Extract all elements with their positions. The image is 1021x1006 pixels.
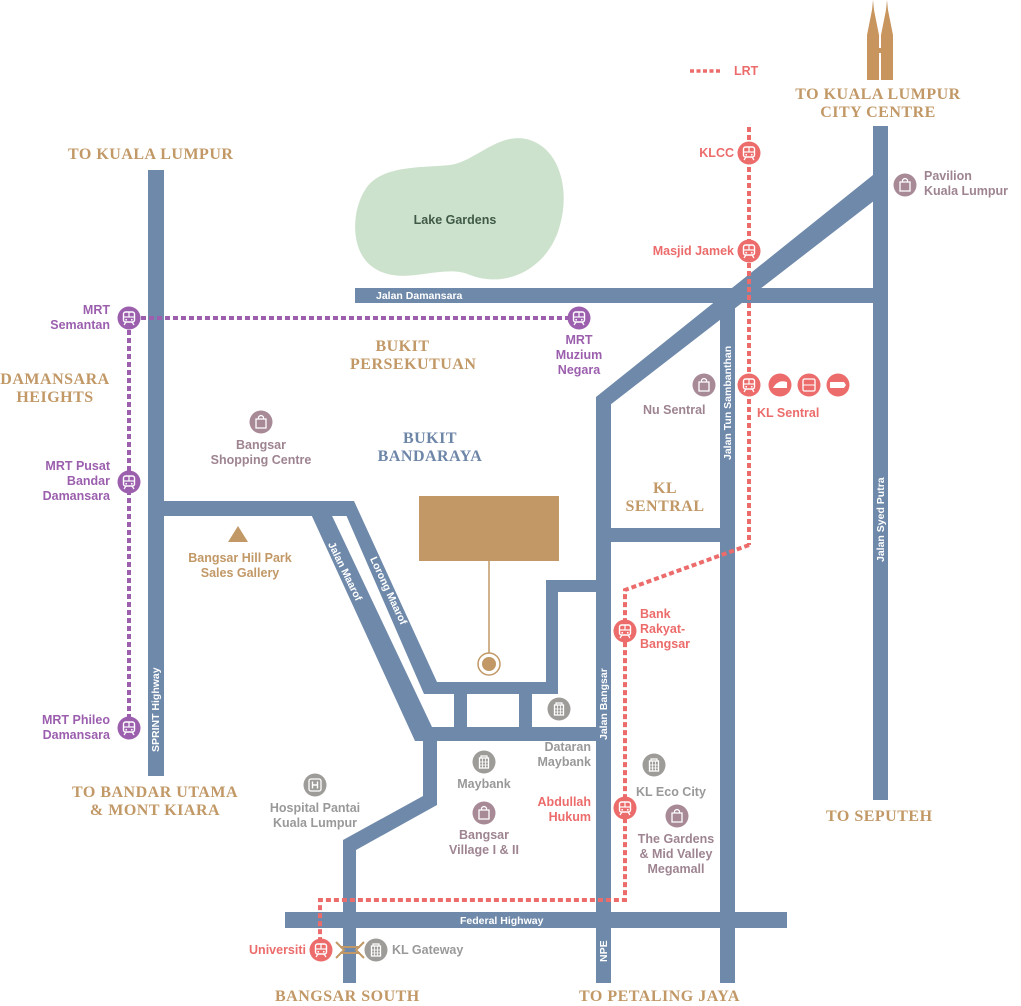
nu-sentral-label: Nu Sentral xyxy=(643,403,706,417)
lake-gardens-park xyxy=(355,138,564,280)
bangsar-shopping-centre-icon[interactable] xyxy=(249,410,273,434)
road-jalan-tun-sambanthan xyxy=(720,303,735,983)
lrt-kl-sentral-icon[interactable] xyxy=(737,373,761,397)
kl-eco-city-label: KL Eco City xyxy=(636,785,706,799)
lrt-abdullah-hukum-icon[interactable] xyxy=(613,796,637,820)
mrt-semantan-icon[interactable] xyxy=(117,306,141,330)
maybank-building-icon[interactable] xyxy=(472,750,496,774)
sales-gallery-marker[interactable] xyxy=(228,526,248,542)
project-site-block xyxy=(419,496,559,561)
road-lorong-maarof xyxy=(340,501,437,694)
road-sprint-highway xyxy=(148,170,164,776)
mrt-phileo-damansara-label: MRT Phileo Damansara xyxy=(41,713,110,742)
mrt-pusat-bandar-damansara-icon[interactable] xyxy=(117,470,141,494)
pavilion-label: Pavilion Kuala Lumpur xyxy=(924,169,1009,198)
kl-monorail-icon[interactable] xyxy=(797,373,821,397)
mrt-kl-sentral-icon[interactable] xyxy=(768,373,792,397)
dataran-maybank-building-icon[interactable] xyxy=(547,697,571,721)
klia-express-icon[interactable] xyxy=(826,373,850,397)
pavilion-mall-icon[interactable] xyxy=(893,173,917,197)
bangsar-shopping-centre-label: Bangsar Shopping Centre xyxy=(210,438,312,467)
nu-sentral-mall-icon[interactable] xyxy=(692,373,716,397)
road-label-sprint-highway: SPRINT Highway xyxy=(150,667,162,752)
road-label-npe: NPE xyxy=(598,940,610,962)
kl-eco-city-building-icon[interactable] xyxy=(642,753,666,777)
mrt-muzium-negara-icon[interactable] xyxy=(567,306,591,330)
road-jalan-syed-putra xyxy=(873,126,888,800)
lrt-klcc-icon[interactable] xyxy=(737,141,761,165)
destination-seputeh: TO SEPUTEH xyxy=(826,808,933,825)
bangsar-village-mall-icon[interactable] xyxy=(472,801,496,825)
mrt-muzium-negara-label: MRT Muzium Negara xyxy=(555,333,603,377)
kl-gateway-building-icon[interactable] xyxy=(364,938,388,962)
sales-gallery-label: Bangsar Hill Park Sales Gallery xyxy=(188,551,292,580)
legend-lrt-label: LRT xyxy=(734,64,759,78)
gardens-mid-valley-label: The Gardens & Mid Valley Megamall xyxy=(637,832,715,876)
hospital-pantai-label: Hospital Pantai Kuala Lumpur xyxy=(269,801,361,830)
lrt-bank-rakyat-bangsar-label: Bank Rakyat- Bangsar xyxy=(640,607,691,651)
lrt-line xyxy=(318,127,751,940)
park-label: Lake Gardens xyxy=(413,213,497,227)
hospital-icon[interactable] xyxy=(303,773,327,797)
area-bangsar-south: BANGSAR SOUTH xyxy=(275,988,420,1005)
mrt-phileo-damansara-icon[interactable] xyxy=(117,716,141,740)
pedestrian-bridge-icon xyxy=(335,941,365,959)
lrt-universiti-icon[interactable] xyxy=(309,938,333,962)
lrt-masjid-jamek-icon[interactable] xyxy=(737,239,761,263)
area-bukit-persekutuan: BUKIT PERSEKUTUAN xyxy=(350,338,477,373)
lrt-universiti-label: Universiti xyxy=(249,943,306,957)
lrt-masjid-jamek-label: Masjid Jamek xyxy=(652,244,734,258)
destination-kuala-lumpur: TO KUALA LUMPUR xyxy=(68,146,234,163)
area-bukit-bandaraya: BUKIT BANDARAYA xyxy=(377,430,483,465)
bangsar-village-label: Bangsar Village I & II xyxy=(449,828,519,857)
lrt-abdullah-hukum-label: Abdullah Hukum xyxy=(537,795,591,824)
destination-petaling-jaya: TO PETALING JAYA xyxy=(579,988,740,1005)
maybank-label: Maybank xyxy=(457,777,511,791)
road-federal-highway xyxy=(285,912,787,928)
road-label-jalan-damansara: Jalan Damansara xyxy=(376,290,463,302)
road-network xyxy=(148,126,888,983)
road-label-jalan-syed-putra: Jalan Syed Putra xyxy=(875,477,887,562)
lrt-bank-rakyat-bangsar-icon[interactable] xyxy=(613,619,637,643)
petronas-towers-icon xyxy=(867,0,893,80)
destination-bandar-utama: TO BANDAR UTAMA & MONT KIARA xyxy=(71,784,239,819)
area-kl-sentral: KL SENTRAL xyxy=(625,480,705,515)
road-label-jalan-bangsar: Jalan Bangsar xyxy=(598,668,610,740)
destination-kl-city-centre: TO KUALA LUMPUR CITY CENTRE xyxy=(795,86,961,121)
road-jalan-bangsar xyxy=(596,397,611,983)
road-label-federal-highway: Federal Highway xyxy=(460,915,544,927)
lrt-kl-sentral-label: KL Sentral xyxy=(757,406,820,420)
lrt-klcc-label: KLCC xyxy=(699,146,734,160)
mrt-pusat-bandar-damansara-label: MRT Pusat Bandar Damansara xyxy=(42,459,110,503)
mid-valley-mall-icon[interactable] xyxy=(665,804,689,828)
mrt-semantan-label: MRT Semantan xyxy=(50,303,110,332)
dataran-maybank-label: Dataran Maybank xyxy=(537,740,592,769)
road-label-jalan-tun-sambanthan: Jalan Tun Sambanthan xyxy=(722,345,734,460)
area-damansara-heights: DAMANSARA HEIGHTS xyxy=(0,371,110,406)
road-diagonal xyxy=(596,175,888,420)
road-jalan-maarof xyxy=(305,501,432,741)
mrt-line xyxy=(127,316,570,735)
kl-gateway-label: KL Gateway xyxy=(392,943,464,957)
